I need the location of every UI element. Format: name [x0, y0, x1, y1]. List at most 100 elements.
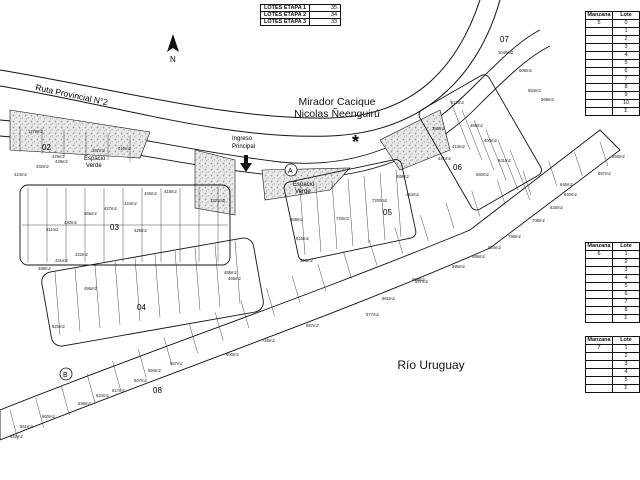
lot-area-label: 645m2	[560, 182, 573, 187]
manzana-table-row: 10	[585, 99, 640, 108]
stage-count: 33	[309, 18, 342, 26]
lot-boundary	[343, 251, 352, 279]
lot-boundary	[347, 178, 354, 247]
lot-area-label: 1321m2	[210, 198, 226, 203]
stage-count: 35	[309, 4, 342, 12]
lot-area-label: 7200m2	[372, 198, 388, 203]
lote-cell: 7	[612, 75, 640, 84]
green-space-center	[194, 149, 236, 216]
lote-cell: 1	[612, 27, 640, 36]
lot-boundary	[189, 324, 198, 354]
lote-header: Lote	[612, 336, 640, 345]
lot-area-label: 657m2	[598, 171, 611, 176]
lot-area-label: 1179m2	[28, 129, 43, 134]
block-number-04: 04	[137, 303, 146, 312]
lote-cell: 1	[612, 344, 640, 353]
lot-boundary	[497, 180, 506, 206]
manzana-table-row: Σ	[585, 384, 640, 393]
marker-a-circle	[284, 163, 298, 177]
lot-area-label: 386m2	[432, 126, 445, 131]
north-label: N	[170, 55, 176, 64]
marker-b-circle	[59, 367, 73, 381]
lot-boundary	[86, 373, 96, 403]
manzana-table-row: 4	[585, 368, 640, 377]
lot-area-label: 413m2	[452, 144, 465, 149]
manzana-cell	[585, 91, 613, 100]
lot-area-label: 596m2	[472, 254, 485, 259]
lot-area-label: 466m2	[228, 276, 241, 281]
lot-lines	[9, 99, 609, 441]
lote-cell: 2	[612, 35, 640, 44]
block-number-07: 07	[500, 35, 509, 44]
lot-boundary	[445, 202, 455, 229]
lot-area-label: 495m2	[84, 286, 97, 291]
manzana-table-row: 3	[585, 360, 640, 369]
highway-edge-north	[0, 0, 481, 119]
lot-area-label: 1040m2	[498, 50, 514, 55]
lot-boundary	[215, 312, 224, 341]
lot-area-label: 600m2	[226, 352, 239, 357]
lot-boundary	[112, 361, 121, 391]
manzana-cell	[585, 306, 613, 315]
manzana-cell	[585, 258, 613, 267]
manzana-table-row: 9	[585, 91, 640, 100]
lot-boundary	[163, 336, 173, 366]
lot-area-label: 430m2	[64, 220, 77, 225]
lot-boundary	[194, 247, 201, 311]
manzana-table-row: 5	[585, 282, 640, 291]
lot-boundary	[234, 240, 241, 304]
lot-boundary	[9, 409, 19, 441]
manzana-table-row: 2	[585, 352, 640, 361]
lot-area-label: 523m2	[300, 258, 313, 263]
lot-boundary	[368, 239, 378, 266]
block-number-05: 05	[383, 208, 392, 217]
lot-area-label: 441m2	[438, 156, 451, 161]
lot-area-label: 661m2	[382, 296, 395, 301]
manzana-header: Manzana	[585, 336, 613, 345]
lot-area-label: 660m2	[42, 414, 55, 419]
manzana-table-row: 4	[585, 51, 640, 60]
mirador-line2: Nicolas Ñeenguirú	[294, 108, 380, 120]
manzana-cell	[585, 35, 613, 44]
manzana-table-row: Σ	[585, 107, 640, 116]
lot-area-label: 597m2	[415, 279, 428, 284]
lot-area-label: 400m2	[484, 138, 497, 143]
lot-area-label: 642m2	[10, 434, 23, 439]
block-number-06: 06	[453, 163, 462, 172]
manzana-table-row: 7	[585, 298, 640, 307]
lot-area-label: 554m2	[528, 88, 541, 93]
lote-header: Lote	[612, 242, 640, 251]
manzana-cell	[585, 43, 613, 52]
lot-area-label: 485m2	[224, 270, 237, 275]
lot-boundary	[35, 397, 44, 428]
manzana-header: Manzana	[585, 11, 613, 20]
manzana-cell	[585, 360, 613, 369]
manzana-table-row: 2	[585, 35, 640, 44]
lot-area-label: 598m2	[412, 277, 425, 282]
stage-label: LOTES ETAPA 3	[259, 18, 311, 26]
lot-area-label: 584m2	[488, 245, 501, 250]
manzana-cell	[585, 290, 613, 299]
lot-boundary	[315, 184, 322, 253]
lot-area-label: 693m2	[612, 154, 625, 159]
lot-area-label: 411m2	[46, 227, 59, 232]
lot-boundary	[331, 181, 338, 250]
green-space-west	[9, 109, 151, 159]
lote-cell: 2	[612, 258, 640, 267]
lot-boundary	[420, 215, 429, 242]
lote-cell: 5	[612, 59, 640, 68]
lot-boundary	[114, 261, 121, 325]
lot-boundary	[94, 264, 101, 329]
green-space-label-4: Verde	[295, 189, 311, 195]
marker-a-label: A	[288, 168, 293, 175]
lot-boundary	[379, 172, 386, 241]
lot-boundary	[74, 268, 81, 332]
lot-area-label: 708m2	[532, 218, 545, 223]
